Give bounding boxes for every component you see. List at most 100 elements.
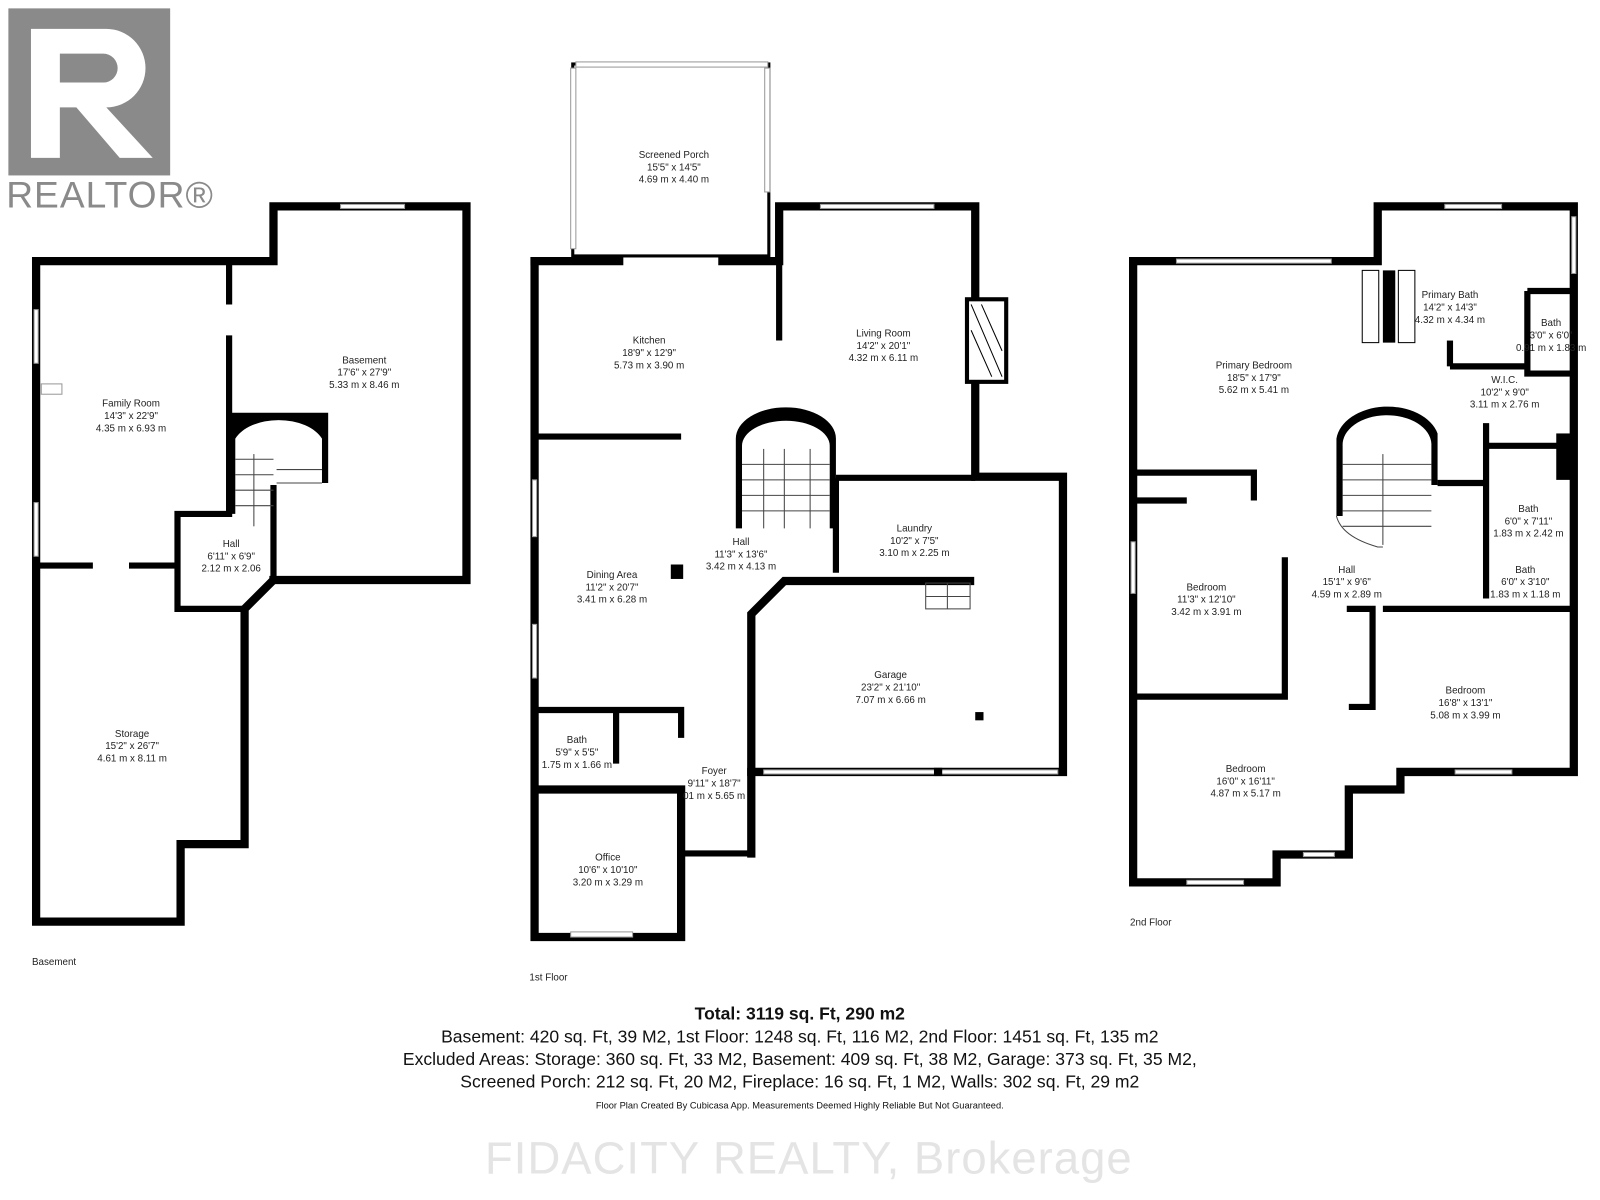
room-size-metric: 01 m x 5.65 m	[683, 790, 746, 802]
room-size-metric: 3.20 m x 3.29 m	[572, 877, 644, 889]
room-name: Kitchen	[632, 335, 666, 347]
room-name: Bath	[1515, 564, 1536, 576]
room-name: Dining Area	[586, 569, 638, 582]
room-size-imperial: 14'2" x 14'3"	[1423, 302, 1477, 314]
room-size-metric: 1.83 m x 1.18 m	[1490, 589, 1561, 601]
first-floor-walls	[530, 61, 1068, 942]
room-name: Bedroom	[1225, 763, 1266, 776]
room-name: Hall	[1338, 564, 1356, 576]
room-name: Storage	[114, 728, 150, 740]
area-summary: Total: 3119 sq. Ft, 290 m2 Basement: 420…	[0, 1003, 1600, 1110]
room-size-metric: 3.41 m x 6.28 m	[576, 594, 648, 606]
room-size-imperial: 6'0" x 3'10"	[1501, 576, 1550, 589]
room-size-imperial: 5'9" x 5'5"	[555, 747, 599, 759]
room-name: Laundry	[896, 523, 933, 535]
room-size-imperial: 23'2" x 21'10"	[860, 682, 921, 694]
room-name: Bath	[1541, 317, 1562, 330]
room-size-metric: 1.75 m x 1.66 m	[541, 759, 613, 771]
room-size-metric: 5.08 m x 3.99 m	[1430, 710, 1501, 722]
room-size-imperial: 14'3" x 22'9"	[104, 410, 158, 423]
room-name: Office	[595, 852, 621, 864]
room-size-imperial: 15'1" x 9'6"	[1322, 576, 1371, 589]
room-name: Hall	[732, 536, 750, 548]
room-name: Bedroom	[1445, 685, 1486, 697]
room-name: Garage	[874, 669, 907, 682]
room-size-imperial: 10'2" x 7'5"	[890, 535, 939, 547]
floor-label-basement: Basement	[31, 956, 77, 969]
room-size-imperial: 6'0" x 7'11"	[1504, 516, 1553, 528]
room-size-imperial: 9'11" x 18'7"	[687, 778, 741, 790]
realtor-r-icon	[8, 8, 171, 176]
basement-walls	[31, 202, 471, 926]
room-name: Primary Bath	[1421, 289, 1479, 302]
room-size-metric: 4.32 m x 4.34 m	[1414, 314, 1486, 327]
room-size-imperial: 14'2" x 20'1"	[856, 340, 911, 352]
room-size-metric: 4.61 m x 8.11 m	[97, 753, 167, 765]
room-size-imperial: 16'0" x 16'11"	[1216, 776, 1275, 788]
room-wic: W.I.C.10'2" x 9'0"3.11 m x 2.76 m	[1470, 375, 1540, 412]
disclaimer: Floor Plan Created By Cubicasa App. Meas…	[595, 1100, 1004, 1111]
room-name: Bedroom	[1186, 582, 1227, 594]
excluded-areas-continued: Screened Porch: 212 sq. Ft, 20 M2, Firep…	[460, 1072, 1140, 1092]
room-size-imperial: 11'3" x 12'10"	[1177, 594, 1236, 606]
room-size-metric: 3.42 m x 4.13 m	[705, 561, 777, 573]
room-size-imperial: 18'5" x 17'9"	[1226, 372, 1281, 384]
room-size-imperial: 11'2" x 20'7"	[585, 582, 639, 594]
room-name: Screened Porch	[638, 149, 710, 161]
room-size-metric: 4.35 m x 6.93 m	[95, 423, 167, 435]
room-size-imperial: 3'0" x 6'0"	[1529, 330, 1573, 342]
room-name: Basement	[342, 355, 387, 367]
room-name: Bath	[1518, 503, 1539, 515]
realtor-logo-text: REALTOR®	[6, 173, 214, 216]
room-size-imperial: 18'9" x 12'9"	[622, 347, 677, 360]
room-size-metric: 4.87 m x 5.17 m	[1210, 788, 1281, 800]
room-size-metric: 5.73 m x 3.90 m	[613, 360, 685, 372]
room-name: Living Room	[856, 328, 911, 340]
floor-areas: Basement: 420 sq. Ft, 39 M2, 1st Floor: …	[441, 1026, 1159, 1047]
room-name: Family Room	[102, 398, 160, 410]
room-size-imperial: 17'6" x 27'9"	[337, 367, 392, 379]
room-size-imperial: 15'5" x 14'5"	[646, 162, 701, 174]
room-size-metric: 0.91 m x 1.83 m	[1515, 342, 1587, 354]
room-size-metric: 7.07 m x 6.66 m	[855, 694, 926, 706]
room-size-metric: 4.32 m x 6.11 m	[848, 352, 919, 365]
room-size-imperial: 10'6" x 10'10"	[578, 864, 638, 877]
room-name: Hall	[222, 538, 240, 551]
room-size-metric: 3.11 m x 2.76 m	[1469, 399, 1540, 411]
floor-label-second: 2nd Floor	[1130, 917, 1172, 929]
room-name: W.I.C.	[1491, 374, 1518, 386]
room-size-imperial: 6'11" x 6'9"	[207, 551, 255, 563]
room-size-metric: 5.33 m x 8.46 m	[329, 379, 400, 392]
room-size-imperial: 10'2" x 9'0"	[1480, 386, 1529, 399]
second-floor-walls	[1129, 202, 1578, 887]
room-size-imperial: 15'2" x 26'7"	[105, 740, 159, 753]
excluded-areas: Excluded Areas: Storage: 360 sq. Ft, 33 …	[402, 1049, 1197, 1070]
room-size-metric: 5.62 m x 5.41 m	[1218, 384, 1290, 397]
room-size-metric: 3.10 m x 2.25 m	[879, 547, 950, 560]
room-name: Foyer	[701, 765, 727, 778]
room-name: Primary Bedroom	[1215, 360, 1293, 372]
room-size-metric: 4.59 m x 2.89 m	[1311, 589, 1382, 601]
